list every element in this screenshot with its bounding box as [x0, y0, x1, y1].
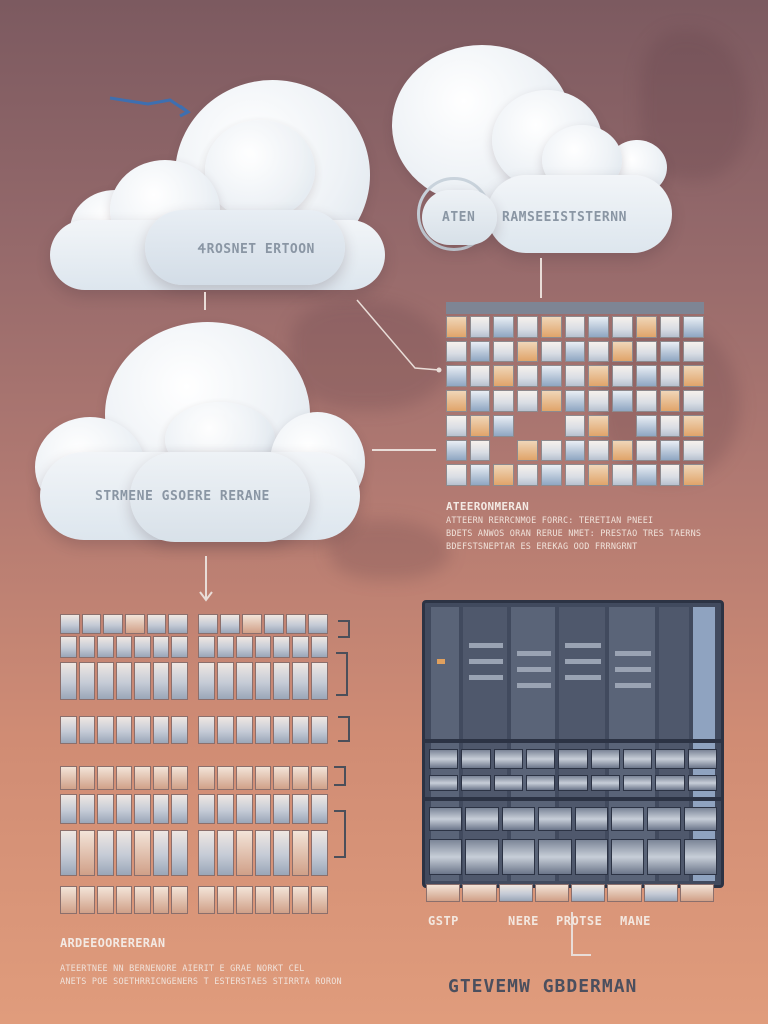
- bracket-icon: [334, 766, 346, 786]
- data-center-label: NERE: [508, 914, 539, 928]
- connector-line: [571, 954, 591, 956]
- data-center-base-row: [426, 884, 714, 902]
- server-grid-caption-line: BDETS ANWOS ORAN RERUE NMET: PRESTAO TRE…: [446, 529, 702, 539]
- storage-rack-row: [60, 794, 189, 824]
- data-center-label: PROTSE: [556, 914, 603, 928]
- bracket-icon: [336, 652, 348, 696]
- storage-rack-row: [198, 766, 329, 790]
- footer-title: GTEVEMW GBDERMAN: [448, 976, 638, 997]
- cloud-label-short: ATEN: [442, 210, 476, 225]
- connector-line: [355, 298, 445, 378]
- cloud-node-top-right: ATEN RAMSEEISTSTERNN: [392, 45, 682, 260]
- storage-title: ARDEEOORERERAN: [60, 936, 166, 950]
- server-grid-header: [446, 302, 704, 314]
- storage-rack-row: [60, 830, 189, 876]
- server-grid-title: ATEERONMERAN: [446, 500, 530, 513]
- storage-rack-row: [60, 662, 189, 700]
- storage-rack-row: [198, 830, 329, 876]
- storage-rack-row: [60, 614, 189, 634]
- connector-line: [372, 449, 436, 451]
- storage-rack-row: [60, 716, 189, 744]
- storage-rack-row: [60, 636, 189, 658]
- storage-rack-row: [60, 766, 189, 790]
- data-center-label: MANE: [620, 914, 651, 928]
- storage-rack-row: [198, 794, 329, 824]
- cloud-label: ᏎROSNET ERTOON: [198, 242, 315, 257]
- storage-caption-line: ANETS POE SOETHRRICNGENERS T ESTERSTAES …: [60, 977, 342, 987]
- connector-line: [571, 912, 573, 956]
- connector-line: [204, 292, 206, 310]
- background-smudge: [290, 300, 450, 410]
- cloud-node-middle: STRMENE GSOERE RERANE: [35, 322, 370, 547]
- bracket-icon: [338, 716, 350, 742]
- bracket-icon: [334, 810, 346, 858]
- server-grid: [446, 316, 704, 486]
- background-smudge: [330, 520, 450, 580]
- bracket-icon: [338, 620, 350, 638]
- arrow-icon: [108, 92, 193, 120]
- server-grid-caption-line: ATTEERN RERRCNMOE FORRC: TERETIAN PNEEI: [446, 516, 654, 526]
- cloud-node-top-left: ᏎROSNET ERTOON: [50, 80, 390, 295]
- data-center-label: GSTP: [428, 914, 459, 928]
- storage-rack-row: [198, 614, 328, 634]
- server-grid-caption-line: BDEFSTSNEPTAR ES EREKAG OOD FRRNGRNT: [446, 542, 638, 552]
- storage-rack-row: [60, 886, 189, 914]
- arrow-down-icon: [196, 556, 216, 604]
- connector-line: [540, 258, 542, 298]
- storage-rack-row: [198, 636, 329, 658]
- storage-rack-row: [198, 886, 329, 914]
- storage-caption-line: ATEERTNEE NN BERNENORE AIERIT E GRAE NOR…: [60, 964, 305, 974]
- data-center-panel: [422, 600, 724, 888]
- storage-rack-row: [198, 716, 329, 744]
- storage-rack-row: [198, 662, 329, 700]
- cloud-label-long: RAMSEEISTSTERNN: [502, 210, 627, 225]
- cloud-label: STRMENE GSOERE RERANE: [95, 489, 270, 504]
